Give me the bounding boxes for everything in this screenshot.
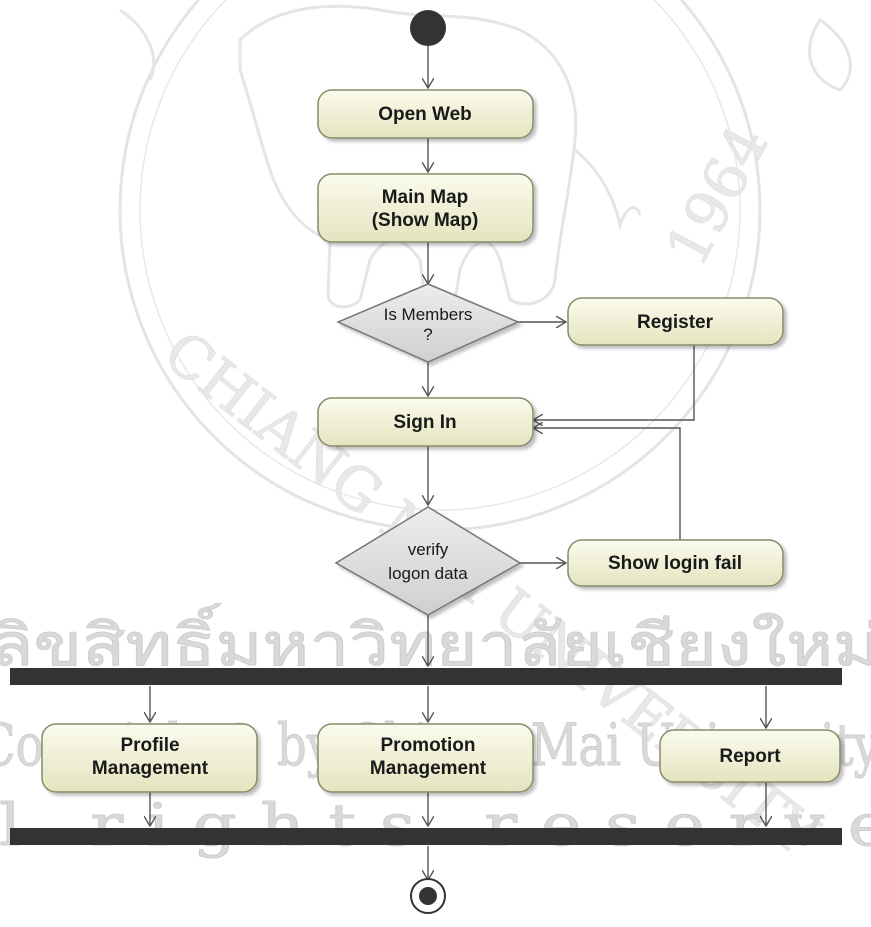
- flow-login-fail-to-sign-in: [533, 428, 681, 540]
- decision-label-line2: logon data: [388, 564, 468, 583]
- activity-label: Show login fail: [608, 553, 742, 574]
- activity-sign-in: Sign In: [317, 397, 534, 447]
- decision-is-members: Is Members ?: [336, 283, 520, 363]
- fork-bar: [10, 668, 842, 685]
- join-bar: [10, 828, 842, 845]
- final-node: [410, 878, 446, 914]
- activity-label-line1: Promotion: [381, 735, 476, 756]
- activity-open-web: Open Web: [317, 89, 534, 139]
- activity-label: Open Web: [378, 104, 472, 125]
- activity-label: Sign In: [393, 412, 456, 433]
- activity-label-line2: Management: [370, 758, 487, 779]
- control-flows: [150, 45, 766, 880]
- activity-register: Register: [567, 297, 784, 346]
- activity-label: Register: [637, 312, 714, 333]
- activity-show-login-fail: Show login fail: [567, 539, 784, 587]
- activity-report: Report: [659, 729, 841, 783]
- activity-label: Report: [719, 746, 781, 767]
- activity-label-line1: Main Map: [382, 187, 469, 208]
- activity-profile-management: Profile Management: [41, 723, 258, 793]
- decision-verify-logon: verify logon data: [334, 506, 522, 616]
- activity-label-line1: Profile: [120, 735, 179, 756]
- activity-label-line2: (Show Map): [372, 210, 479, 231]
- decision-label-line1: verify: [408, 540, 449, 559]
- flow-register-to-sign-in: [533, 345, 695, 420]
- watermark-thai-line: ลิขสิทธิ์มหาวิทยาลัยเชียงใหม่: [0, 603, 871, 679]
- decision-label-line2: ?: [423, 325, 432, 344]
- watermark-rights-line: All rights reserved: [0, 791, 871, 859]
- activity-promotion-management: Promotion Management: [317, 723, 534, 793]
- seal-year: 1964: [652, 114, 781, 276]
- decision-label-line1: Is Members: [384, 305, 473, 324]
- activity-label-line2: Management: [92, 758, 209, 779]
- activity-main-map: Main Map (Show Map): [317, 173, 534, 243]
- initial-node: [410, 10, 446, 46]
